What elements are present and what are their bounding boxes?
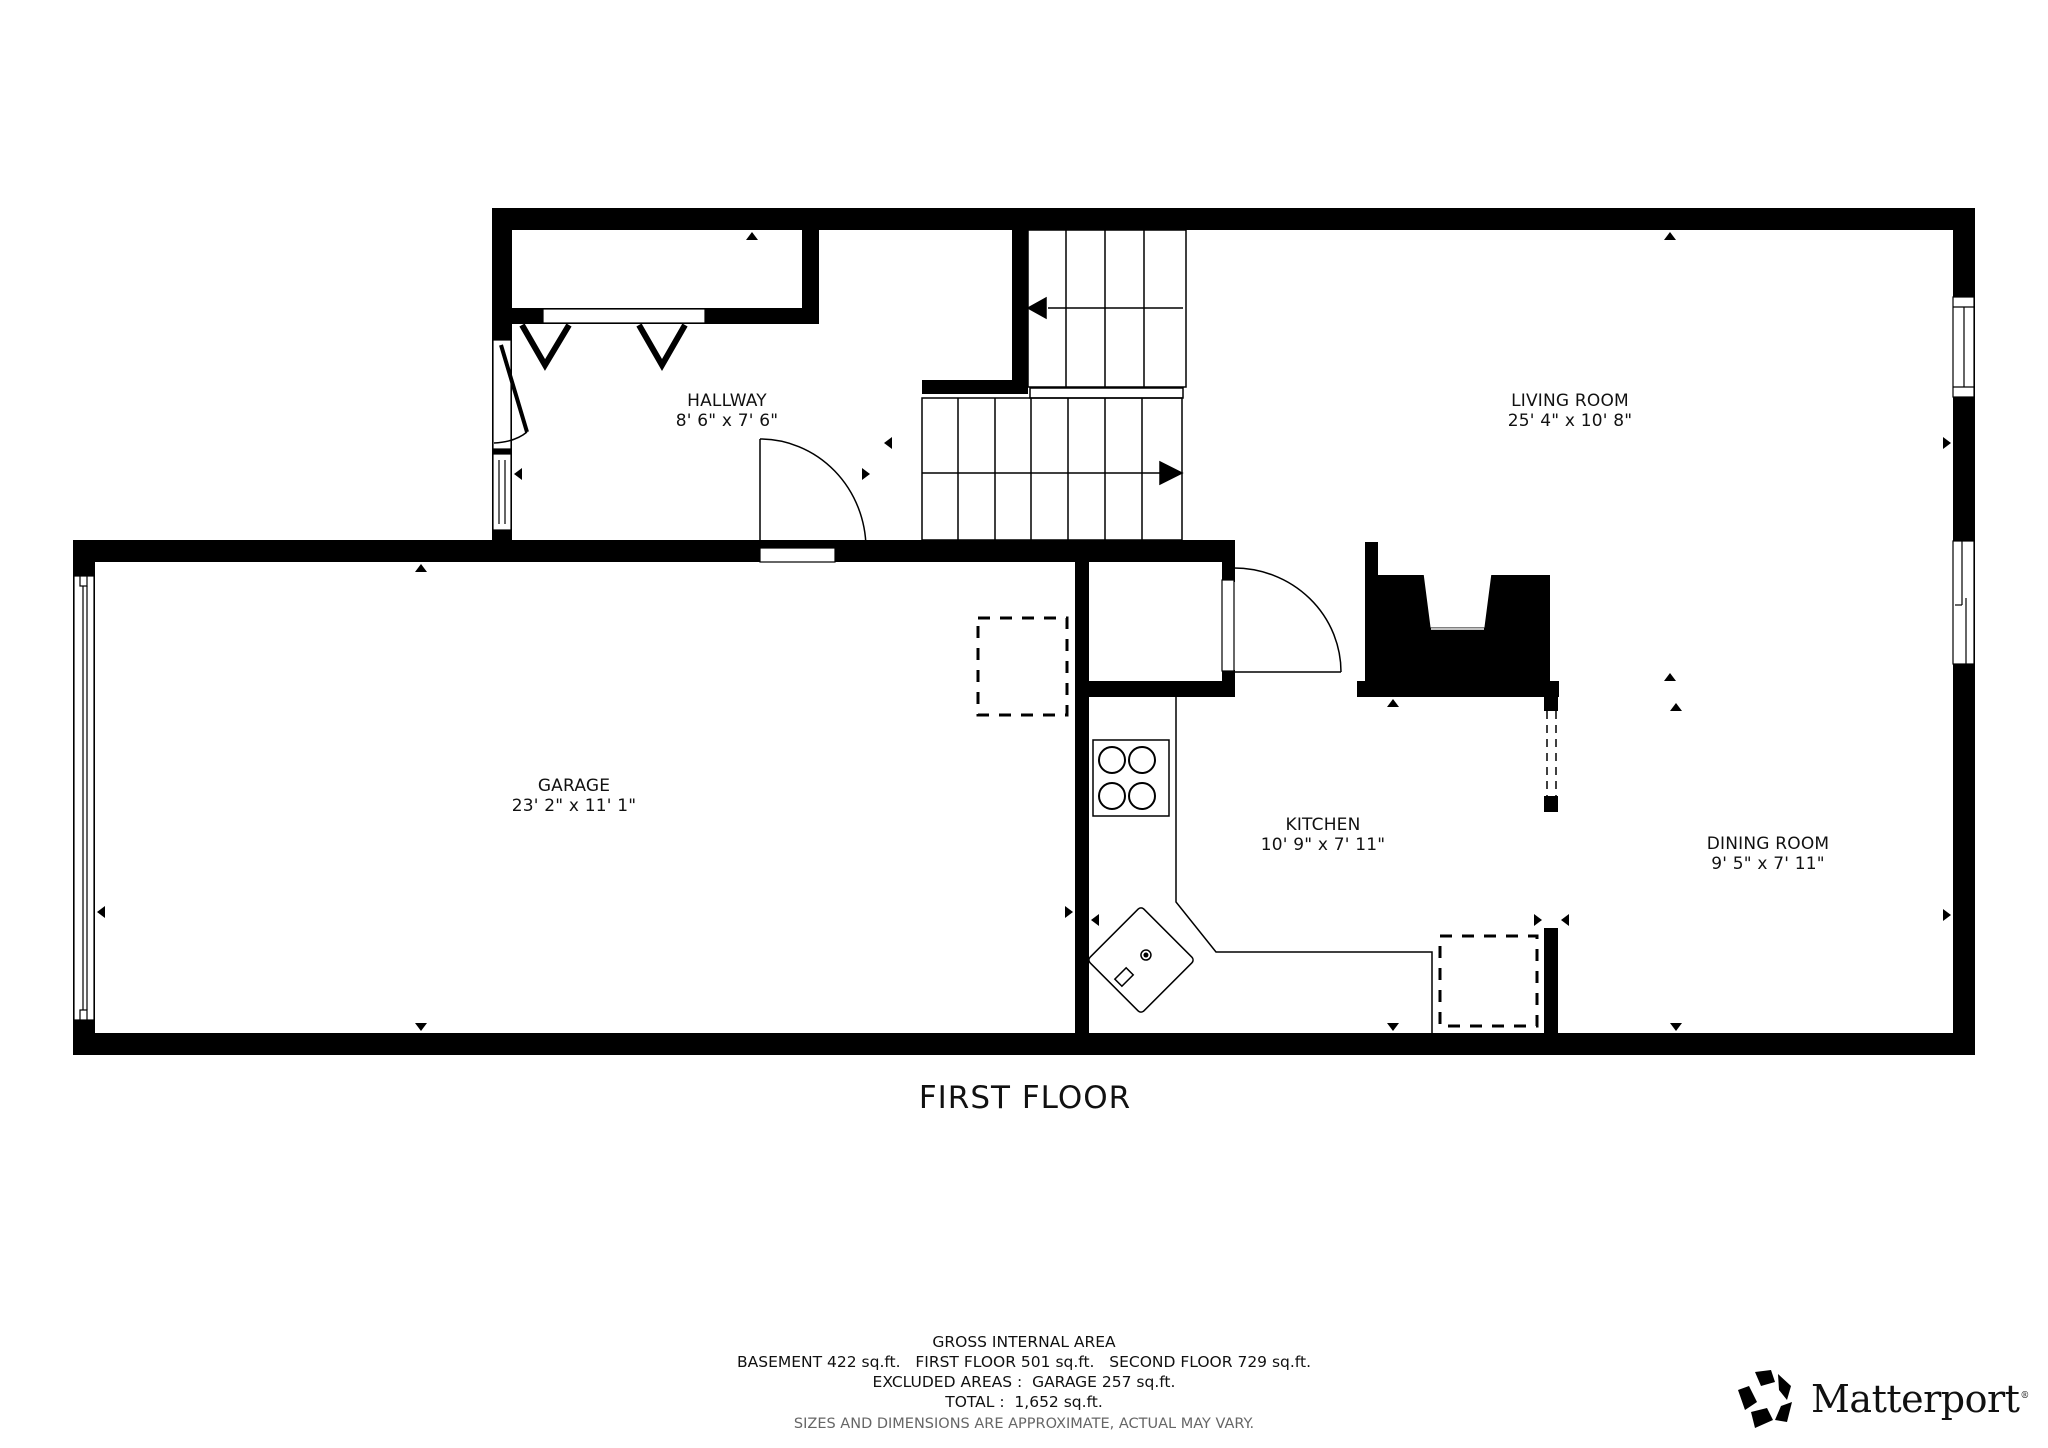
brand-name: Matterport®	[1811, 1377, 2029, 1421]
room-name: LIVING ROOM	[1511, 391, 1629, 411]
room-dimensions: 9' 5" x 7' 11"	[1711, 854, 1825, 874]
area-floors: BASEMENT 422 sq.ft. FIRST FLOOR 501 sq.f…	[736, 1353, 1312, 1371]
measurement-markers	[97, 232, 1951, 1031]
stairs	[921, 229, 1187, 541]
stove-icon	[1092, 739, 1170, 817]
stair-arrow-icon	[1159, 460, 1184, 486]
room-name: GARAGE	[537, 776, 611, 796]
registered-mark: ®	[2020, 1391, 2029, 1402]
matterport-logo-icon	[1738, 1370, 1792, 1428]
sink-icon	[1088, 907, 1194, 1013]
area-disclaimer: SIZES AND DIMENSIONS ARE APPROXIMATE, AC…	[793, 1416, 1255, 1432]
area-heading: GROSS INTERNAL AREA	[932, 1333, 1116, 1351]
windows	[73, 296, 1975, 1021]
room-name: KITCHEN	[1285, 815, 1361, 835]
appliance-outline	[1438, 934, 1539, 1028]
room-label-living-room: LIVING ROOM 25' 4" x 10' 8"	[1508, 391, 1633, 431]
appliance-outline	[976, 616, 1069, 717]
room-dimensions: 25' 4" x 10' 8"	[1507, 411, 1633, 431]
doors	[493, 323, 1342, 673]
matterport-logo: Matterport®	[1735, 1368, 2029, 1430]
stair-arrow-icon	[1026, 296, 1047, 320]
kitchen-fixtures	[976, 616, 1557, 1033]
room-dimensions: 23' 2" x 11' 1"	[511, 796, 637, 816]
room-name: HALLWAY	[687, 391, 767, 411]
area-excluded: EXCLUDED AREAS : GARAGE 257 sq.ft.	[872, 1373, 1176, 1391]
room-label-kitchen: KITCHEN 10' 9" x 7' 11"	[1261, 815, 1386, 855]
fireplace-icon	[1423, 572, 1492, 630]
floor-title: FIRST FLOOR	[918, 1080, 1132, 1116]
room-name: DINING ROOM	[1706, 834, 1830, 854]
room-label-dining-room: DINING ROOM 9' 5" x 7' 11"	[1707, 834, 1830, 874]
room-dimensions: 8' 6" x 7' 6"	[675, 411, 779, 431]
walls	[73, 208, 1975, 1055]
area-summary: GROSS INTERNAL AREA BASEMENT 422 sq.ft. …	[737, 1332, 1311, 1434]
room-label-garage: GARAGE 23' 2" x 11' 1"	[512, 776, 637, 816]
room-label-hallway: HALLWAY 8' 6" x 7' 6"	[676, 391, 779, 431]
room-dimensions: 10' 9" x 7' 11"	[1260, 835, 1386, 855]
area-total: TOTAL : 1,652 sq.ft.	[945, 1393, 1103, 1411]
